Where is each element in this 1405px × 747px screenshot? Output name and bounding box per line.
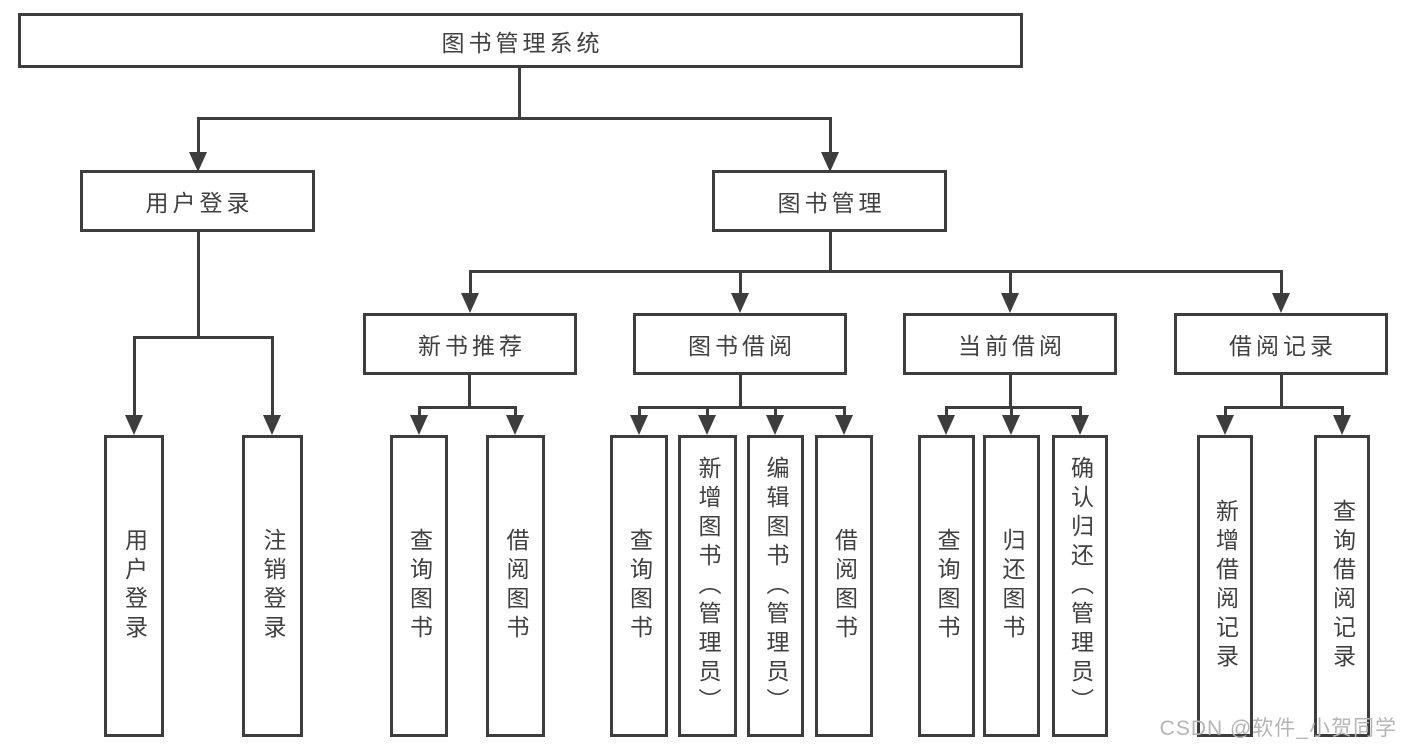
connector-line (418, 407, 421, 415)
arrow-down-icon (263, 415, 281, 435)
connector-line (739, 272, 742, 293)
arrow-down-icon (1272, 293, 1290, 313)
csdn-watermark: CSDN @软件_小贺同学 (1159, 717, 1397, 740)
connector-line (774, 407, 777, 415)
arrow-down-icon (1216, 415, 1234, 435)
connector-line (739, 375, 742, 407)
connector-line (133, 336, 274, 339)
connector-line (1224, 406, 1344, 409)
arrow-down-icon (731, 293, 749, 313)
node-book-management: 图书管理 (712, 170, 947, 232)
node-leaf-borrow-books-recommend: 借阅图书 (486, 435, 545, 737)
connector-line (1280, 272, 1283, 293)
connector-line (1224, 407, 1227, 415)
connector-line (518, 68, 521, 118)
arrow-down-icon (937, 415, 955, 435)
node-current-borrowing: 当前借阅 (903, 313, 1117, 375)
node-leaf-add-book-admin: 新增图书（管理员） (678, 435, 737, 737)
node-leaf-add-borrow-record: 新增借阅记录 (1197, 435, 1253, 737)
arrow-down-icon (698, 415, 716, 435)
arrow-down-icon (835, 415, 853, 435)
node-leaf-query-books-current: 查询图书 (918, 435, 975, 737)
node-user-login: 用户登录 (80, 170, 315, 232)
node-leaf-return-book: 归还图书 (983, 435, 1040, 737)
node-book-borrowing: 图书借阅 (633, 313, 847, 375)
connector-line (843, 407, 846, 415)
connector-line (133, 337, 136, 415)
connector-line (197, 117, 832, 120)
node-new-book-recommendation: 新书推荐 (363, 313, 577, 375)
arrow-down-icon (1002, 415, 1020, 435)
connector-line (514, 407, 517, 415)
connector-line (829, 232, 832, 272)
arrow-down-icon (461, 293, 479, 313)
node-leaf-logout: 注销登录 (242, 435, 303, 737)
arrow-down-icon (125, 415, 143, 435)
arrow-down-icon (766, 415, 784, 435)
connector-line (706, 407, 709, 415)
connector-line (1009, 375, 1012, 407)
arrow-down-icon (1071, 415, 1089, 435)
connector-line (1079, 407, 1082, 415)
connector-line (829, 118, 832, 152)
connector-line (1341, 407, 1344, 415)
connector-line (945, 407, 948, 415)
arrow-down-icon (410, 415, 428, 435)
node-leaf-query-borrow-record: 查询借阅记录 (1314, 435, 1370, 737)
connector-line (1009, 272, 1012, 293)
arrow-down-icon (1001, 293, 1019, 313)
arrow-down-icon (1333, 415, 1351, 435)
connector-line (469, 272, 472, 293)
arrow-down-icon (821, 152, 839, 172)
connector-line (469, 270, 1283, 273)
connector-line (638, 407, 641, 415)
node-leaf-user-login: 用户登录 (104, 435, 164, 737)
connector-line (945, 406, 1082, 409)
node-leaf-borrow-books: 借阅图书 (815, 435, 873, 737)
connector-line (418, 406, 517, 409)
arrow-down-icon (506, 415, 524, 435)
node-library-management-system: 图书管理系统 (18, 13, 1023, 68)
node-leaf-query-books-recommend: 查询图书 (390, 435, 448, 737)
node-leaf-confirm-return-admin: 确认归还（管理员） (1052, 435, 1108, 737)
connector-line (638, 406, 846, 409)
connector-line (1010, 407, 1013, 415)
connector-line (468, 375, 471, 407)
node-borrowing-records: 借阅记录 (1174, 313, 1388, 375)
connector-line (271, 337, 274, 415)
node-leaf-query-books-borrowing: 查询图书 (610, 435, 668, 737)
arrow-down-icon (630, 415, 648, 435)
node-leaf-edit-book-admin: 编辑图书（管理员） (747, 435, 804, 737)
connector-line (1280, 375, 1283, 407)
arrow-down-icon (189, 152, 207, 172)
connector-line (197, 232, 200, 337)
connector-line (197, 118, 200, 152)
